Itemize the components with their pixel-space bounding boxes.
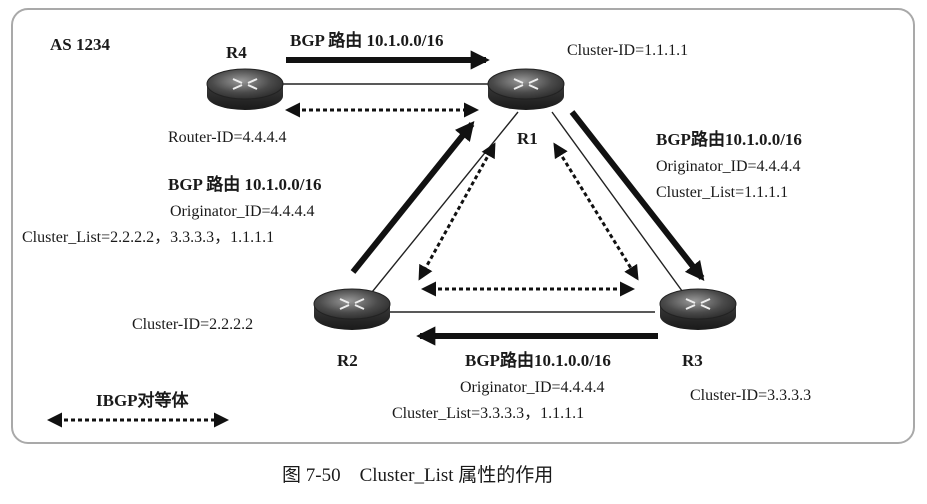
cluster-list-left: Cluster_List=2.2.2.2，3.3.3.3，1.1.1.1 <box>22 229 275 246</box>
route-label-left: BGP 路由 10.1.0.0/16 <box>168 175 322 194</box>
route-label-bottom: BGP路由10.1.0.0/16 <box>465 351 611 370</box>
router-r2-info: Cluster-ID=2.2.2.2 <box>132 316 254 333</box>
as-label: AS 1234 <box>50 35 110 54</box>
route-label-top: BGP 路由 10.1.0.0/16 <box>290 31 444 50</box>
router-r4-icon <box>206 68 284 110</box>
ibgp-peer-lines <box>47 102 639 428</box>
ibgp-r1-r2 <box>418 142 496 281</box>
router-r3-name: R3 <box>682 351 703 370</box>
route-arrow-r1-r3 <box>569 110 705 282</box>
router-r2-name: R2 <box>337 351 358 370</box>
cluster-list-right: Cluster_List=1.1.1.1 <box>656 184 789 201</box>
originator-left: Originator_ID=4.4.4.4 <box>170 203 315 220</box>
cluster-list-bottom: Cluster_List=3.3.3.3，1.1.1.1 <box>392 405 585 422</box>
route-label-right: BGP路由10.1.0.0/16 <box>656 130 802 149</box>
router-r1-icon <box>487 68 565 110</box>
ibgp-r1-r3 <box>553 142 639 281</box>
originator-right: Originator_ID=4.4.4.4 <box>656 158 801 175</box>
router-r3-info: Cluster-ID=3.3.3.3 <box>690 387 812 404</box>
route-arrows <box>286 50 705 346</box>
as-boundary <box>11 8 915 444</box>
legend-label: IBGP对等体 <box>96 391 189 410</box>
router-r4-info: Router-ID=4.4.4.4 <box>168 129 287 146</box>
originator-bottom: Originator_ID=4.4.4.4 <box>460 379 605 396</box>
router-r2-icon <box>313 288 391 330</box>
router-r3-icon <box>659 288 737 330</box>
router-r1-name: R1 <box>517 129 538 148</box>
router-r4-name: R4 <box>226 43 247 62</box>
figure-caption: 图 7-50 Cluster_List 属性的作用 <box>282 465 554 486</box>
router-r1-info: Cluster-ID=1.1.1.1 <box>567 42 689 59</box>
route-arrow-r2-r1 <box>350 121 475 274</box>
